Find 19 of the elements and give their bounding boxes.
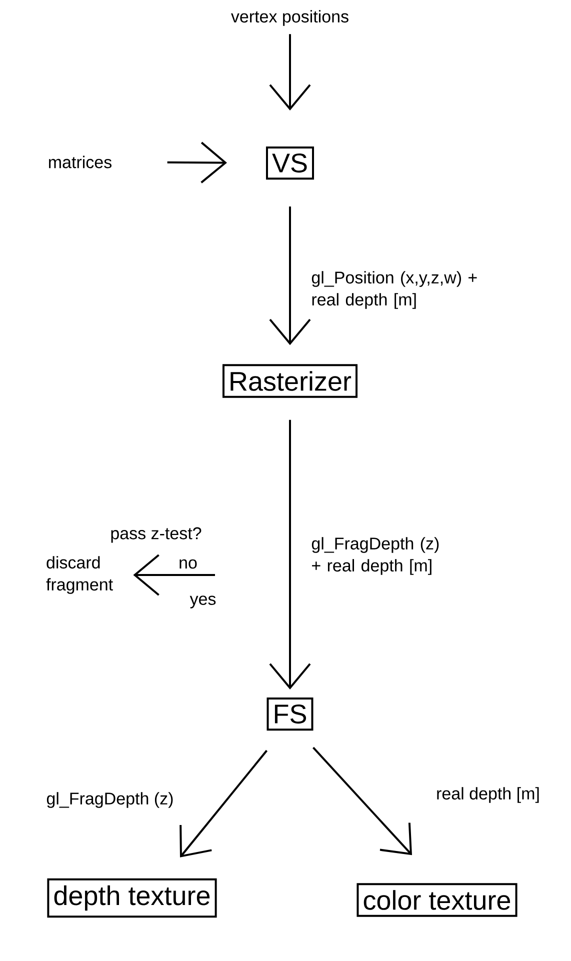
edge-label: gl_FragDepth (z) [46,792,173,808]
arrow [269,206,311,346]
edge-label: gl_FragDepth (z) + real depth [m] [312,537,439,575]
text-label: yes [190,596,216,608]
process-box: FS [266,697,314,731]
edge-label: no [180,559,197,569]
process-box: color texture [356,883,518,917]
arrow [180,750,268,858]
text-label: matrices [49,156,112,168]
arrow [269,420,311,690]
edge-label: gl_Position (x,y,z,w) + real depth [m] [312,271,477,309]
text-label: vertex positions [231,10,348,26]
process-box: Rasterizer [222,364,358,398]
edge-label: real depth [m] [437,787,539,803]
text-label: discard fragment [46,556,113,594]
process-box: depth texture [47,878,217,918]
process-box: VS [266,146,314,180]
arrow [312,746,412,856]
text-label: pass z-test? [111,527,202,543]
